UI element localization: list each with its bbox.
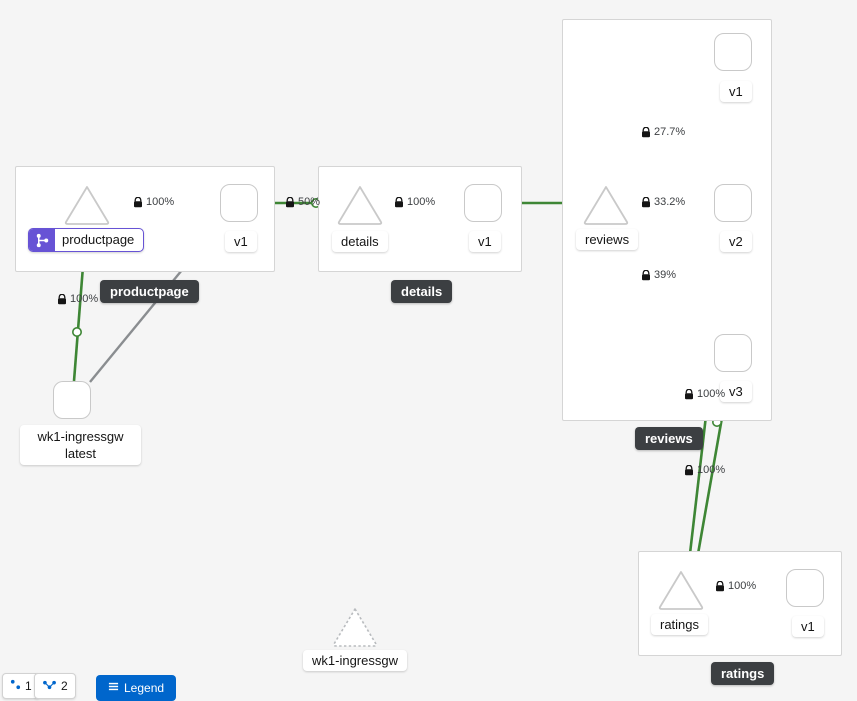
lock-icon [715, 580, 725, 592]
node-reviews-v3[interactable] [714, 334, 752, 372]
lock-icon [684, 388, 694, 400]
group-label-reviews[interactable]: reviews [635, 427, 703, 450]
node-productpage-v1[interactable] [220, 184, 258, 222]
edge-percent: 100% [697, 464, 726, 476]
edge-label-reviews-v2: 33.2% [641, 197, 685, 208]
node-details-app[interactable] [336, 184, 384, 226]
label-line-1: wk1-ingressgw [37, 429, 124, 444]
toolbar-chip-2[interactable]: 2 [34, 673, 76, 699]
node-label-ratings: ratings [651, 614, 709, 635]
chip-1-count: 1 [25, 679, 32, 693]
lock-icon [285, 196, 295, 208]
edge-label-ratings-v1: 100% [715, 581, 756, 592]
node-label-productpage[interactable]: productpage [28, 228, 145, 252]
lock-icon [641, 196, 651, 208]
node-label-wk1-ingressgw-idle: wk1-ingressgw [303, 650, 407, 671]
edge-percent: 100% [728, 580, 757, 592]
edge-percent: 100% [407, 196, 436, 208]
lock-icon [641, 269, 651, 281]
legend-button[interactable]: Legend [96, 675, 177, 701]
node-label-ratings-v1: v1 [792, 616, 824, 637]
node-reviews-v2[interactable] [714, 184, 752, 222]
group-label-productpage[interactable]: productpage [100, 280, 199, 303]
node-label-productpage-v1: v1 [225, 231, 257, 252]
node-wk1-ingressgw-idle[interactable] [331, 606, 379, 648]
lock-icon [641, 126, 651, 138]
node-label-reviews-v2: v2 [720, 231, 752, 252]
node-ratings-app[interactable] [657, 569, 705, 611]
edge-label-reviews-v3-ratings: 100% [684, 389, 725, 400]
lock-icon [57, 293, 67, 305]
edge-label-productpage-v1-details: 50% [285, 197, 320, 208]
group-label-details[interactable]: details [391, 280, 453, 303]
edge-label-reviews-v2-ratings: 100% [684, 465, 725, 476]
edge-label-reviews-v3: 39% [641, 270, 676, 281]
edge-label-productpage-v1: 100% [133, 197, 174, 208]
node-label-details-v1: v1 [469, 231, 501, 252]
edge-percent: 27.7% [654, 126, 686, 138]
node-label-details: details [332, 231, 388, 252]
lock-icon [684, 464, 694, 476]
node-ratings-v1[interactable] [786, 569, 824, 607]
node-details-v1[interactable] [464, 184, 502, 222]
edge-label-ingressgw-productpage: 100% [57, 294, 98, 305]
edge-percent: 50% [298, 196, 321, 208]
node-label-wk1-ingressgw: wk1-ingressgw latest [20, 425, 141, 465]
node-reviews-v1[interactable] [714, 33, 752, 71]
edge-label-details-v1: 100% [394, 197, 435, 208]
lock-icon [133, 196, 143, 208]
edge-percent: 33.2% [654, 196, 686, 208]
edge-percent: 100% [146, 196, 175, 208]
node-label-reviews: reviews [576, 229, 639, 250]
legend-icon [108, 681, 119, 695]
group-label-ratings[interactable]: ratings [711, 662, 775, 685]
node-label-productpage-text: productpage [62, 232, 135, 247]
edge-label-reviews-v1: 27.7% [641, 127, 685, 138]
edge-percent: 39% [654, 269, 677, 281]
legend-button-label: Legend [124, 681, 165, 695]
node-productpage-app[interactable] [63, 184, 111, 226]
lock-icon [394, 196, 404, 208]
node-label-reviews-v3: v3 [720, 381, 752, 402]
chip-2-count: 2 [61, 679, 68, 693]
label-line-2: latest [64, 446, 97, 461]
node-wk1-ingressgw[interactable] [53, 381, 91, 419]
virtual-service-icon [29, 229, 55, 251]
chip-icon-1 [10, 679, 21, 693]
node-reviews-app[interactable] [582, 184, 630, 226]
chip-icon-2 [42, 679, 57, 693]
bottom-toolbar[interactable]: 1 2 Legend [0, 673, 857, 701]
edge-percent: 100% [70, 293, 99, 305]
node-label-reviews-v1: v1 [720, 81, 752, 102]
edge-percent: 100% [697, 388, 726, 400]
